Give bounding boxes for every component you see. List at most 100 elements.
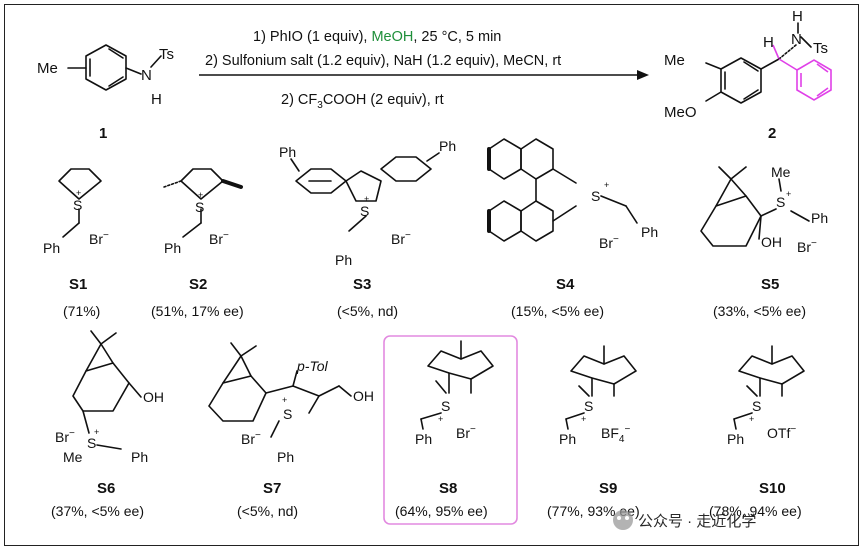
catalyst-s9: S + Ph BF4− S9 (77%, 93% ee): [547, 345, 640, 519]
svg-text:Br−: Br−: [797, 238, 817, 255]
s3-result: (<5%, nd): [337, 303, 398, 319]
condition-step3: 2) CF3COOH (2 equiv), rt: [281, 92, 444, 111]
svg-text:+: +: [581, 414, 586, 424]
svg-text:+: +: [94, 427, 99, 437]
svg-text:+: +: [749, 414, 754, 424]
svg-text:Ph: Ph: [439, 138, 456, 154]
svg-text:Ph: Ph: [43, 240, 60, 256]
s8-result: (64%, 95% ee): [395, 503, 488, 519]
s10-result: (78%, 94% ee): [709, 503, 802, 519]
s5-label: S5: [761, 276, 779, 293]
svg-text:Ph: Ph: [164, 240, 181, 256]
svg-text:OH: OH: [143, 389, 164, 405]
svg-text:Ph: Ph: [727, 431, 744, 447]
svg-text:Br−: Br−: [241, 430, 261, 447]
s4-result: (15%, <5% ee): [511, 303, 604, 319]
svg-text:Me: Me: [63, 449, 83, 465]
s2-result: (51%, 17% ee): [151, 303, 244, 319]
catalyst-s5: S + Me Ph OH Br− S5 (33%, <5% ee): [700, 164, 828, 319]
svg-text:+: +: [438, 414, 443, 424]
svg-text:Ph: Ph: [415, 431, 432, 447]
svg-text:+: +: [604, 180, 609, 190]
reaction-arrow: [199, 70, 649, 80]
svg-text:S: S: [195, 199, 204, 215]
catalyst-s1: S + Ph Br− S1 (71%): [43, 168, 109, 319]
s1-result: (71%): [63, 303, 100, 319]
s8-highlight-box: [383, 335, 518, 525]
s8-label: S8: [439, 480, 457, 497]
svg-text:Ph: Ph: [811, 210, 828, 226]
s1-label: S1: [69, 276, 87, 293]
svg-text:OH: OH: [353, 388, 374, 404]
figure-frame: Me N H Ts 1 1) PhIO (1 equiv), MeOH, 25 …: [4, 4, 859, 546]
svg-text:+: +: [282, 395, 287, 405]
svg-text:S: S: [283, 406, 292, 422]
product-ts-label: Ts: [813, 40, 828, 57]
watermark: 公众号 · 走近化学: [613, 510, 756, 530]
s2-label: S2: [189, 276, 207, 293]
product-meo-label: MeO: [664, 104, 697, 121]
svg-text:BF4−: BF4−: [601, 424, 630, 445]
svg-text:Ph: Ph: [641, 224, 658, 240]
s6-result: (37%, <5% ee): [51, 503, 144, 519]
svg-text:S: S: [73, 197, 82, 213]
catalyst-s8: S + Ph Br− S8 (64%, 95% ee): [395, 340, 494, 519]
svg-text:S: S: [360, 203, 369, 219]
reactant-h-label: H: [151, 91, 162, 108]
svg-text:Br−: Br−: [599, 234, 619, 251]
product-h-top: H: [792, 8, 803, 25]
svg-text:OH: OH: [761, 234, 782, 250]
catalyst-s3: Ph Ph S + Ph Br− S3 (<5%, nd): [279, 138, 456, 319]
svg-text:S: S: [752, 398, 761, 414]
s9-label: S9: [599, 480, 617, 497]
svg-text:S: S: [584, 398, 593, 414]
svg-text:+: +: [786, 189, 791, 199]
condition-step1: 1) PhIO (1 equiv), MeOH, 25 °C, 5 min: [253, 29, 501, 45]
s6-label: S6: [97, 480, 115, 497]
svg-text:Ph: Ph: [335, 252, 352, 268]
catalyst-s7: S + p-Tol OH Br− Ph S7 (<5%, nd): [208, 342, 374, 519]
svg-text:Br−: Br−: [209, 230, 229, 247]
svg-text:+: +: [364, 194, 369, 204]
svg-text:Ph: Ph: [279, 144, 296, 160]
svg-text:Ph: Ph: [131, 449, 148, 465]
svg-text:Br−: Br−: [55, 428, 75, 445]
svg-text:Br−: Br−: [89, 230, 109, 247]
svg-text:Br−: Br−: [391, 230, 411, 247]
reactant-n-label: N: [141, 67, 152, 84]
product-h-pink: H: [763, 34, 774, 51]
svg-text:+: +: [198, 190, 203, 200]
s3-label: S3: [353, 276, 371, 293]
watermark-text: 公众号 · 走近化学: [638, 513, 756, 530]
s7-result: (<5%, nd): [237, 503, 298, 519]
reactant-me-label: Me: [37, 60, 58, 77]
svg-text:Ph: Ph: [559, 431, 576, 447]
catalyst-s6: OH S + Br− Me Ph S6 (37%, <5% ee): [51, 330, 164, 519]
svg-text:p-Tol: p-Tol: [296, 358, 329, 374]
catalyst-s4: S + Ph Br− S4 (15%, <5% ee): [487, 138, 658, 319]
svg-text:S: S: [87, 435, 96, 451]
svg-text:S: S: [441, 398, 450, 414]
svg-text:S: S: [776, 194, 785, 210]
s4-label: S4: [556, 276, 575, 293]
s10-label: S10: [759, 480, 786, 497]
svg-text:Me: Me: [771, 164, 791, 180]
reactant-1: Me N H Ts 1: [37, 44, 174, 142]
condition-step2: 2) Sulfonium salt (1.2 equiv), NaH (1.2 …: [205, 53, 561, 69]
reactant-number: 1: [99, 125, 107, 142]
s5-result: (33%, <5% ee): [713, 303, 806, 319]
scheme-svg: Me N H Ts 1 1) PhIO (1 equiv), MeOH, 25 …: [37, 8, 832, 530]
svg-text:Ph: Ph: [277, 449, 294, 465]
product-number: 2: [768, 125, 776, 142]
product-n-label: N: [791, 31, 802, 48]
catalyst-s10: S + Ph OTf− S10 (78%, 94% ee): [709, 345, 805, 519]
reactant-ts-label: Ts: [159, 46, 174, 63]
svg-text:Br−: Br−: [456, 424, 476, 441]
svg-text:OTf−: OTf−: [767, 424, 796, 441]
product-me-label: Me: [664, 52, 685, 69]
svg-text:S: S: [591, 188, 600, 204]
svg-text:+: +: [76, 188, 81, 198]
s7-label: S7: [263, 480, 281, 497]
product-2: Me MeO H H N Ts 2: [664, 8, 832, 142]
wechat-icon: [613, 510, 633, 530]
